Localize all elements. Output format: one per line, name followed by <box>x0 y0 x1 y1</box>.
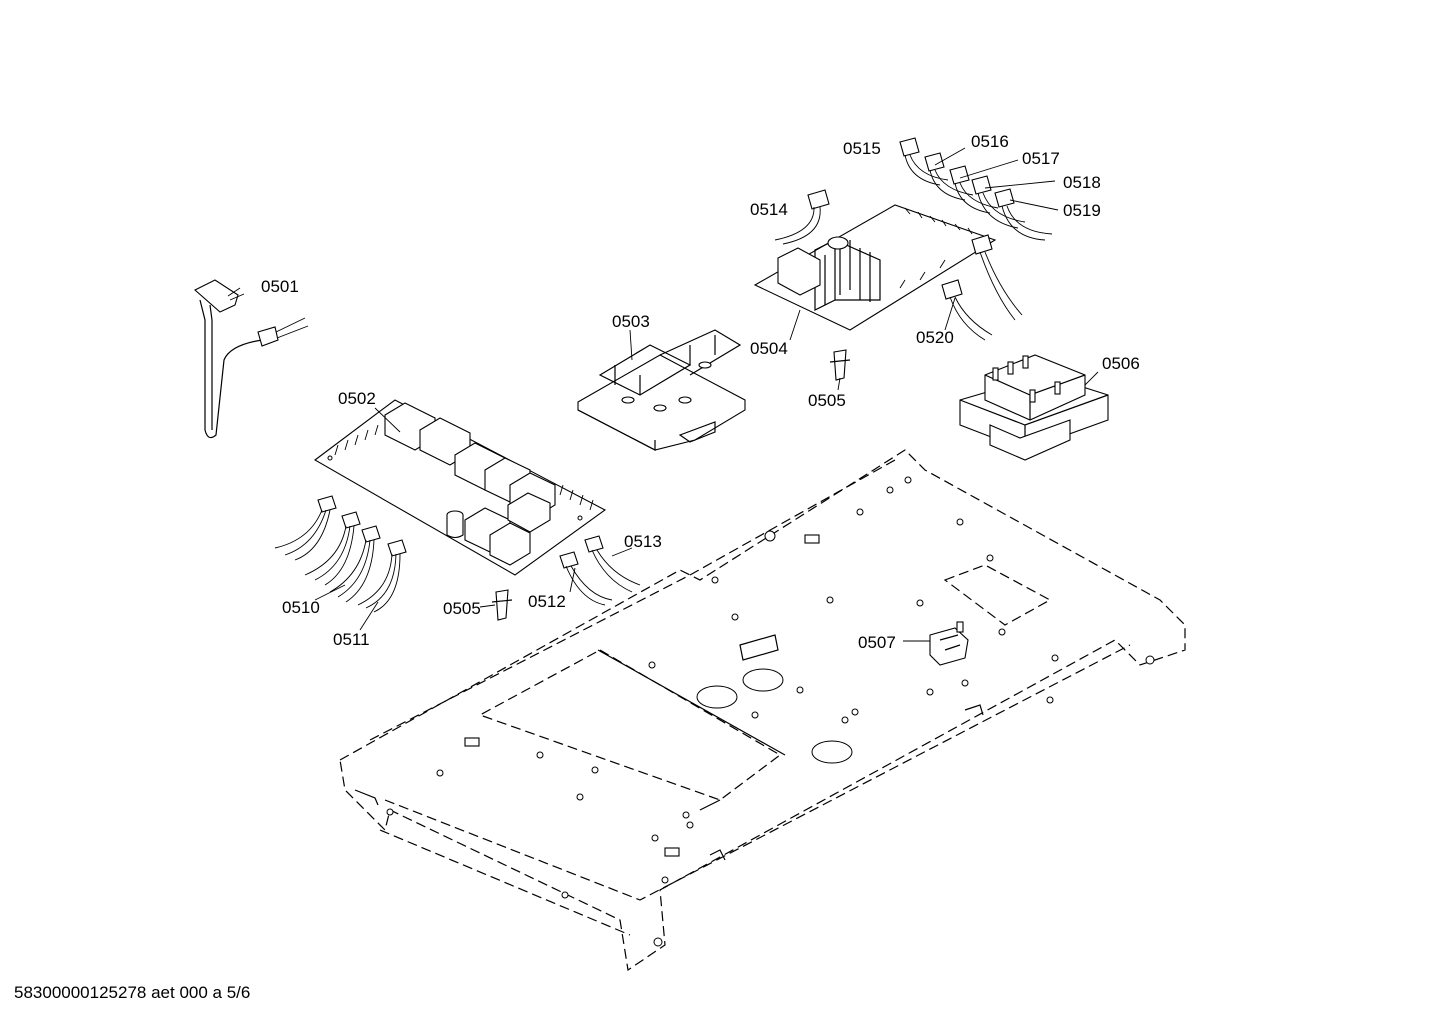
leader-lines <box>314 147 1099 642</box>
label-0519: 0519 <box>1063 201 1101 220</box>
label-0510: 0510 <box>282 598 320 617</box>
control-board-0502 <box>314 399 607 576</box>
clip-0505-lower <box>491 589 513 621</box>
label-0517: 0517 <box>1022 149 1060 168</box>
clip-0505-upper <box>829 349 851 381</box>
label-0505-upper: 0505 <box>808 391 846 410</box>
mounting-holes <box>386 476 1155 947</box>
label-0516: 0516 <box>971 132 1009 151</box>
part-labels: 0501 0502 0503 0504 0505 0505 0506 0507 … <box>261 132 1140 652</box>
wire-harness-0512 <box>559 551 613 606</box>
label-0514: 0514 <box>750 200 788 219</box>
wire-harness-0510 <box>274 495 361 586</box>
wire-harness-0514 <box>774 189 830 245</box>
label-0518: 0518 <box>1063 173 1101 192</box>
document-id-footer: 58300000125278 aet 000 a 5/6 <box>14 983 250 1002</box>
thermostat-0507 <box>929 621 969 666</box>
transformer-0506 <box>959 354 1109 461</box>
terminal-housing-0503 <box>577 329 746 451</box>
label-0515: 0515 <box>843 139 881 158</box>
label-0511: 0511 <box>333 630 370 649</box>
label-0505-lower: 0505 <box>443 599 481 618</box>
label-0502: 0502 <box>338 389 376 408</box>
wire-harness-0520 <box>941 234 1023 341</box>
wire-harness-0515-0519 <box>899 137 1053 241</box>
label-0503: 0503 <box>612 312 650 331</box>
base-plate <box>339 449 1186 972</box>
power-board-0504 <box>753 204 997 331</box>
label-0506: 0506 <box>1102 354 1140 373</box>
label-0507: 0507 <box>858 633 896 652</box>
label-0501: 0501 <box>261 277 299 296</box>
label-0520: 0520 <box>916 328 954 347</box>
label-0513: 0513 <box>624 532 662 551</box>
wire-harness-0511 <box>329 525 407 613</box>
label-0512: 0512 <box>528 592 566 611</box>
label-0504: 0504 <box>750 339 788 358</box>
wire-harness-0513 <box>584 535 641 593</box>
power-cord-0501 <box>194 279 309 439</box>
